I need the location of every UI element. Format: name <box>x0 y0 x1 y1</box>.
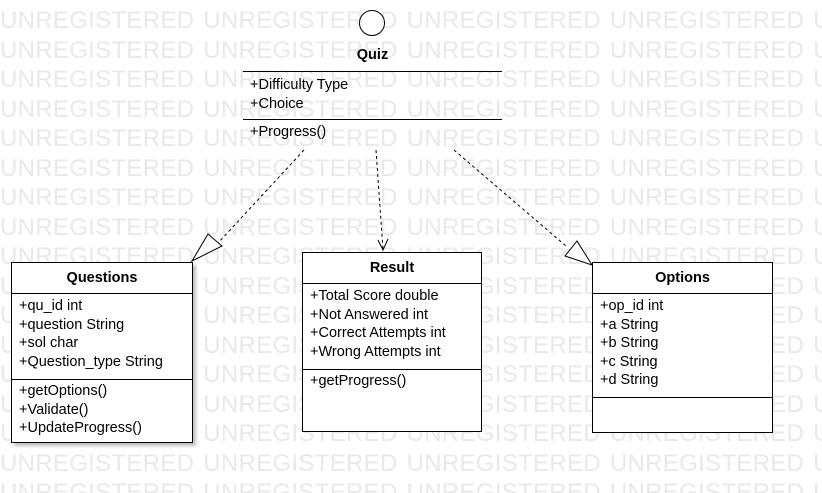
attribute: +b String <box>600 335 659 351</box>
attribute-list: +Difficulty Type +Choice <box>250 76 348 113</box>
attribute: +question String <box>19 316 125 333</box>
open-arrowhead <box>377 238 389 252</box>
attribute: +Choice <box>250 95 304 112</box>
class-result[interactable]: Result +Total Score double +Not Answered… <box>302 252 482 432</box>
relation-quiz-questions <box>190 149 305 263</box>
relation-quiz-result <box>375 149 389 252</box>
attribute-list: +Total Score double +Not Answered int +C… <box>303 284 481 370</box>
attribute: +op_id int <box>600 298 664 314</box>
relation-quiz-options <box>453 149 594 266</box>
attribute: +Difficulty Type <box>250 77 349 93</box>
attribute: +Total Score double <box>310 288 439 304</box>
attribute: +Question_type String <box>19 353 163 370</box>
operation: +UpdateProgress() <box>19 420 142 436</box>
attribute: +Correct Attempts int <box>310 325 446 341</box>
class-title: Result <box>303 253 481 284</box>
relation-line <box>453 149 567 247</box>
operation-list: +getOptions() +Validate() +UpdateProgres… <box>12 380 192 438</box>
attribute: +c String <box>600 353 658 370</box>
class-title: Quiz <box>356 47 389 63</box>
operation: +Progress() <box>250 124 327 140</box>
class-options[interactable]: Options +op_id int +a String +b String +… <box>592 262 773 433</box>
attribute: +sol char <box>19 335 79 351</box>
operation-list: +Progress() <box>250 123 326 142</box>
class-title: Options <box>593 263 772 294</box>
attribute: +d String <box>600 372 659 388</box>
operation: +getProgress() <box>310 373 407 389</box>
attribute: +qu_id int <box>19 298 83 314</box>
attribute-list: +qu_id int +question String +sol char +Q… <box>12 294 192 380</box>
divider <box>243 71 502 72</box>
hollow-triangle-arrowhead <box>190 233 223 263</box>
operation: +Validate() <box>19 401 89 418</box>
attribute: +Not Answered int <box>310 306 429 323</box>
operation: +getOptions() <box>19 383 108 399</box>
initial-node-icon <box>359 10 385 36</box>
attribute: +a String <box>600 316 659 333</box>
attribute-list: +op_id int +a String +b String +c String… <box>593 294 772 398</box>
class-title: Questions <box>12 263 192 294</box>
relation-line <box>375 149 384 251</box>
operation-list: +getProgress() <box>303 370 481 391</box>
relation-line <box>217 149 305 244</box>
class-questions[interactable]: Questions +qu_id int +question String +s… <box>11 262 193 443</box>
hollow-triangle-arrowhead <box>564 240 594 266</box>
divider <box>243 119 502 120</box>
attribute: +Wrong Attempts int <box>310 343 441 360</box>
